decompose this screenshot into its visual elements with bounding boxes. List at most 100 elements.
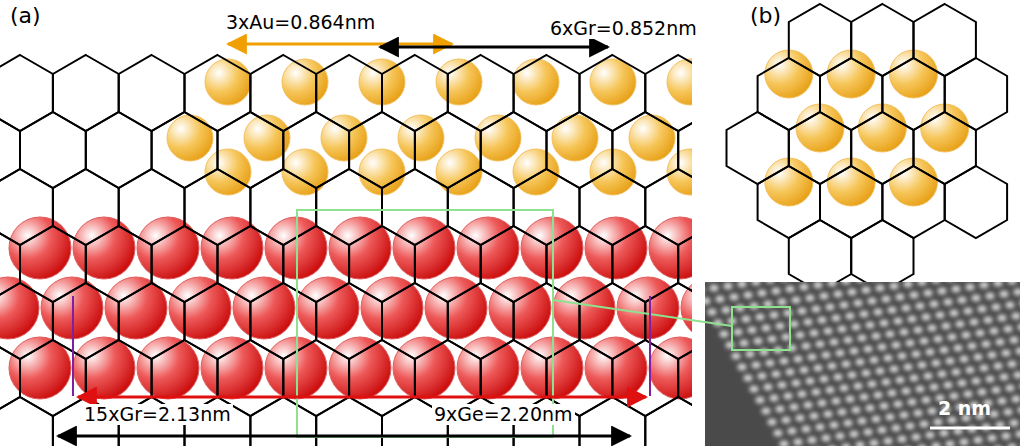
graphene-hexagon bbox=[820, 166, 882, 238]
atom-column bbox=[800, 367, 809, 374]
atom-column bbox=[922, 314, 931, 321]
atom-column bbox=[992, 304, 1001, 311]
atom-column bbox=[752, 362, 761, 369]
atom-column bbox=[996, 339, 1005, 346]
atom-column bbox=[808, 437, 817, 444]
graphene-hexagon bbox=[758, 166, 820, 238]
atom-column bbox=[844, 337, 853, 344]
graphene-hexagon bbox=[727, 112, 789, 184]
atom-column bbox=[988, 435, 997, 442]
atom-column bbox=[842, 361, 851, 368]
atom-column bbox=[870, 440, 879, 446]
atom-column bbox=[836, 433, 845, 440]
atom-column bbox=[784, 393, 793, 400]
au-atom bbox=[167, 115, 213, 161]
atom-column bbox=[888, 390, 897, 397]
au-atom bbox=[436, 59, 482, 105]
graphene-hexagon bbox=[0, 169, 53, 245]
atom-column bbox=[822, 352, 831, 359]
atom-column bbox=[850, 348, 859, 355]
atom-column bbox=[928, 408, 937, 415]
graphene-hexagon bbox=[349, 226, 415, 302]
atom-column bbox=[826, 387, 835, 394]
graphene-hexagon bbox=[119, 283, 185, 359]
atom-column bbox=[974, 437, 983, 444]
graphene-hexagon bbox=[789, 112, 851, 184]
atom-column bbox=[800, 284, 809, 291]
dimension-label: 15xGr=2.13nm bbox=[82, 404, 233, 425]
graphene-hexagon bbox=[0, 397, 53, 446]
graphene-hexagon bbox=[20, 226, 86, 302]
graphene-hexagon bbox=[645, 397, 692, 446]
graphene-hexagon bbox=[514, 169, 580, 245]
atom-column bbox=[918, 362, 927, 369]
tem-image bbox=[705, 282, 1020, 446]
atom-column bbox=[776, 323, 785, 330]
atom-column bbox=[920, 338, 929, 345]
atom-column bbox=[958, 380, 967, 387]
graphene-hexagon bbox=[53, 55, 119, 131]
graphene-hexagon bbox=[283, 340, 349, 416]
atom-column bbox=[862, 287, 871, 294]
ge-atom bbox=[425, 277, 487, 339]
ge-atom bbox=[361, 277, 423, 339]
atom-column bbox=[966, 367, 975, 374]
atom-column bbox=[980, 282, 989, 289]
atom-column bbox=[914, 327, 923, 334]
panel-label: (b) bbox=[748, 4, 783, 28]
ge-atom bbox=[233, 277, 295, 339]
atom-column bbox=[1016, 348, 1020, 355]
atom-column bbox=[772, 371, 781, 378]
atom-column bbox=[816, 341, 825, 348]
graphene-hexagon bbox=[612, 340, 678, 416]
graphene-hexagon bbox=[448, 55, 514, 131]
ge-atom bbox=[137, 337, 199, 399]
atom-column bbox=[798, 308, 807, 315]
atom-column bbox=[738, 364, 747, 371]
graphene-hexagon bbox=[645, 283, 692, 359]
atom-column bbox=[930, 384, 939, 391]
graphene-hexagon bbox=[316, 397, 382, 446]
atom-column bbox=[926, 349, 935, 356]
graphene-hexagon bbox=[218, 226, 284, 302]
atom-column bbox=[990, 328, 999, 335]
atom-column bbox=[814, 365, 823, 372]
au-atom bbox=[282, 59, 328, 105]
ge-atom bbox=[329, 337, 391, 399]
atom-column bbox=[782, 417, 791, 424]
atom-column bbox=[906, 340, 915, 347]
atom-column bbox=[866, 405, 875, 412]
atom-column bbox=[758, 373, 767, 380]
atom-column bbox=[832, 315, 841, 322]
atom-column bbox=[846, 313, 855, 320]
dimension-arrow bbox=[228, 43, 452, 46]
graphene-hexagon bbox=[945, 166, 1007, 238]
ge-atom bbox=[9, 217, 71, 279]
graphene-hexagon bbox=[218, 112, 284, 188]
atom-column bbox=[764, 384, 773, 391]
atom-column bbox=[952, 369, 961, 376]
graphene-hexagon bbox=[20, 112, 86, 188]
atom-column bbox=[824, 328, 833, 335]
atom-column bbox=[708, 309, 717, 316]
graphene-hexagon bbox=[820, 58, 882, 130]
atom-column bbox=[758, 290, 767, 297]
graphene-hexagon bbox=[349, 112, 415, 188]
atom-column bbox=[1018, 324, 1020, 331]
atom-column bbox=[806, 295, 815, 302]
atom-column bbox=[868, 298, 877, 305]
atom-column bbox=[748, 327, 757, 334]
atom-column bbox=[720, 331, 729, 338]
atom-column bbox=[884, 438, 893, 445]
graphene-au-lattice bbox=[727, 4, 1008, 292]
atom-column bbox=[892, 425, 901, 432]
atom-column bbox=[896, 377, 905, 384]
atom-column bbox=[898, 436, 907, 443]
atom-column bbox=[750, 386, 759, 393]
atom-column bbox=[872, 416, 881, 423]
atom-column bbox=[934, 419, 943, 426]
atom-column bbox=[910, 375, 919, 382]
graphene-hexagon bbox=[86, 226, 152, 302]
atom-column bbox=[804, 402, 813, 409]
